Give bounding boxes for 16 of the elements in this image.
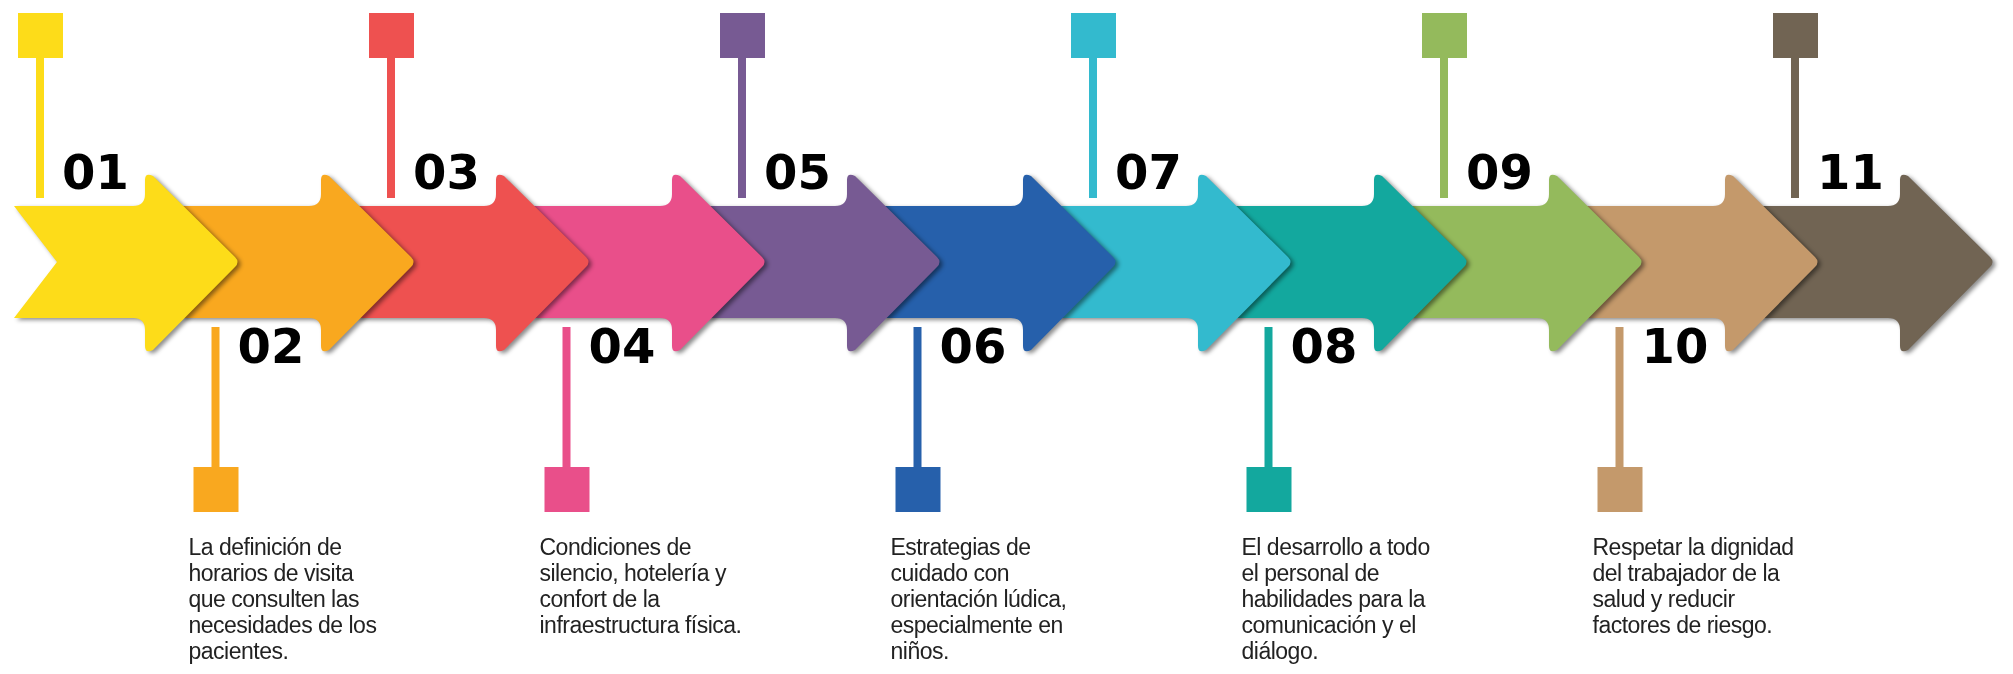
- step-description: Respetar la dignidad del trabajador de la salud y reducir factores de riesgo.: [1592, 534, 1795, 638]
- step-number: 01: [62, 148, 129, 196]
- step-description: La definición de horarios de visita que consulten las necesidades de los pacientes.: [188, 534, 378, 664]
- step-description: Condiciones de silencio, hotelería y confort de la infraestructura física.: [539, 534, 743, 638]
- step-number: 06: [939, 322, 1007, 370]
- step-number: 04: [588, 322, 656, 370]
- step-number: 08: [1290, 322, 1358, 370]
- step-number: 02: [237, 322, 305, 370]
- step-number: 10: [1641, 322, 1709, 370]
- step-number: 05: [764, 148, 831, 196]
- step-number: 07: [1115, 148, 1182, 196]
- step-number: 09: [1466, 148, 1533, 196]
- step-description: El desarrollo a todo el personal de habilidades para la comunicación y el diálogo.: [1241, 534, 1431, 664]
- step-number: 11: [1817, 148, 1884, 196]
- step-description: Estrategias de cuidado con orientación lúdica, especialmente en niños.: [890, 534, 1068, 664]
- step-number: 03: [413, 148, 480, 196]
